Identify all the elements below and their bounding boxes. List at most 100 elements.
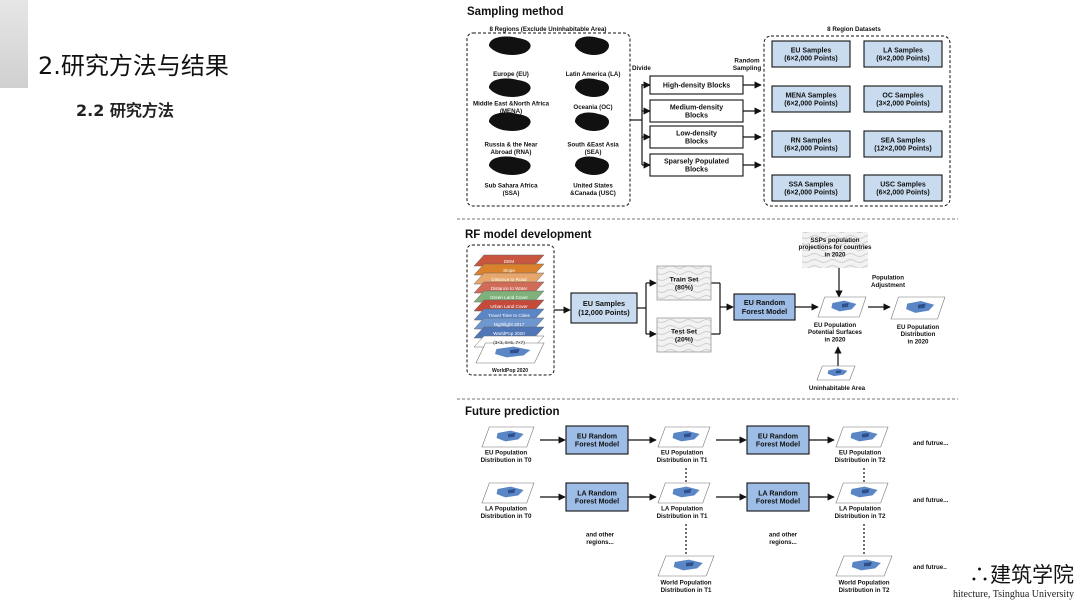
covariate-label-4: Green Land Cover (490, 295, 528, 300)
sample-box-5 (863, 130, 943, 158)
sample-box-7 (863, 174, 943, 202)
ssp-shape (802, 232, 868, 268)
datasets-panel (763, 35, 951, 207)
train-set-shape (656, 265, 712, 301)
covariate-label-5: Urban Land Cover (490, 304, 528, 309)
block-box-3 (649, 153, 744, 177)
regions-panel (466, 32, 631, 207)
test-set-shape (656, 317, 712, 353)
slide-subtitle: 2.2 研究方法 (76, 101, 174, 120)
future-heading: Future prediction (465, 406, 560, 418)
regions-title: 8 Regions (Exclude Uninhabitable Area) (489, 26, 606, 33)
row2-model-box-0 (565, 482, 629, 512)
corner-decoration (0, 0, 28, 88)
eu-samples-rf-box (570, 292, 638, 324)
sample-box-4 (771, 130, 851, 158)
region-map-0 (489, 36, 531, 55)
train-set-label: Train Set(80%) (670, 276, 699, 291)
worldpop-label: WorldPop 2020 (492, 368, 528, 374)
region-label-5: South &East Asia(SEA) (567, 142, 619, 156)
region-map-3 (575, 78, 610, 97)
row2-map-1 (657, 482, 711, 504)
distribution-map (890, 296, 946, 320)
row2-tail: and futrue... (913, 497, 949, 504)
covariate-label-1: Slope (503, 268, 515, 273)
uninhabitable-label: Uninhabitable Area (809, 385, 866, 392)
method-flow-diagram: Sampling method 8 Regions (Exclude Uninha… (457, 6, 958, 594)
potential-map (817, 296, 867, 318)
block-box-0-label: High-density Blocks (663, 82, 730, 89)
row2-map-2 (835, 482, 889, 504)
divide-label: Divide (632, 65, 651, 72)
sample-box-7-label: USC Samples(6×2,000 Points) (876, 181, 930, 196)
region-map-7 (575, 156, 610, 175)
region-label-1: Latin America (LA) (566, 71, 621, 78)
covariate-label-8: WorldPop 2020 (493, 331, 525, 336)
row1-model-box-0 (565, 425, 629, 455)
world-map-t2 (835, 555, 893, 577)
block-box-0 (649, 75, 744, 95)
covariates-panel (466, 244, 555, 376)
sample-box-0-label: EU Samples(6×2,000 Points) (784, 47, 838, 62)
covariate-label-3: Distance to Water (491, 286, 528, 291)
sample-box-4-label: RN Samples(6×2,000 Points) (784, 137, 838, 152)
worldpop-map (475, 342, 545, 364)
logo-chinese-text: ∴建筑学院 (969, 563, 1074, 587)
region-label-2: Middle East &North Africa(MENA) (473, 101, 550, 115)
region-map-6 (489, 156, 531, 175)
row1-map-2 (835, 426, 889, 448)
sample-box-3 (863, 85, 943, 113)
sample-box-0 (771, 40, 851, 68)
sampling-heading: Sampling method (467, 6, 563, 18)
row1-map-1 (657, 426, 711, 448)
region-map-5 (575, 112, 610, 131)
logo-english-text: hitecture, Tsinghua University (952, 589, 1074, 600)
sample-box-1-label: LA Samples(6×2,000 Points) (876, 47, 930, 62)
region-map-1 (575, 36, 610, 55)
rf-heading: RF model development (465, 229, 592, 241)
world-map-t1 (657, 555, 715, 577)
eu-rf-model-box (733, 293, 796, 321)
sample-box-6-label: SSA Samples(6×2,000 Points) (784, 181, 838, 196)
covariate-label-0: DEM (504, 259, 514, 264)
row2-map-0 (481, 482, 535, 504)
covariate-label-6: Travel Time to Cities (488, 313, 530, 318)
sample-box-1 (863, 40, 943, 68)
block-box-2 (649, 125, 744, 149)
covariate-label-7: Nightlight 2017 (494, 322, 525, 327)
slide-title: 2.研究方法与结果 (38, 52, 229, 80)
block-box-1 (649, 99, 744, 123)
sample-box-2-label: MENA Samples(6×2,000 Points) (784, 92, 838, 107)
row1-tail: and futrue... (913, 440, 949, 447)
covariate-label-2: Distance to Road (491, 277, 527, 282)
region-map-2 (489, 78, 531, 97)
region-label-0: Europe (EU) (493, 71, 529, 78)
region-map-4 (489, 112, 531, 131)
sample-box-2 (771, 85, 851, 113)
test-set-label: Test Set(20%) (671, 328, 698, 343)
world-tail: and futrue... (913, 564, 949, 571)
region-label-3: Oceania (OC) (573, 104, 612, 111)
sample-box-6 (771, 174, 851, 202)
row2-model-box-1 (746, 482, 810, 512)
